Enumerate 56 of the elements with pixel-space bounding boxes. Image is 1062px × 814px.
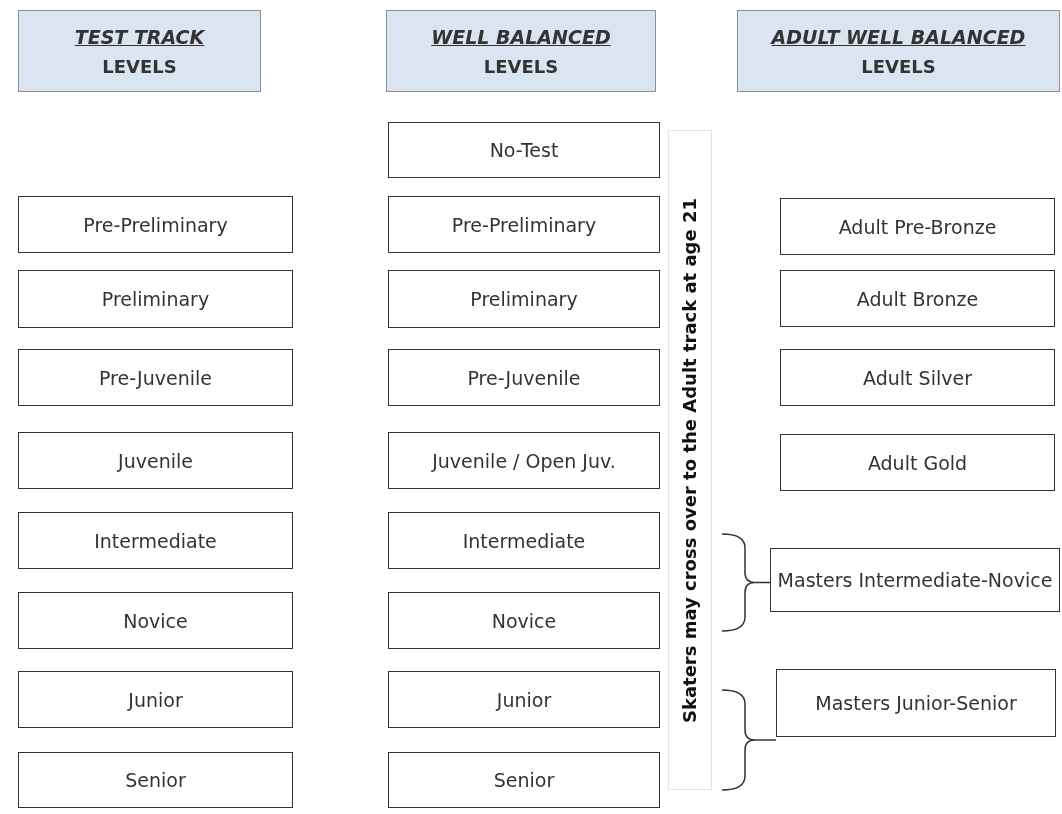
level-name: Intermediate [94, 529, 217, 552]
level-box [18, 432, 293, 489]
header-subtitle: LEVELS [861, 55, 936, 77]
level-box [770, 548, 1060, 612]
level-name: Pre-Juvenile [99, 366, 212, 389]
level-box [18, 512, 293, 569]
column-header [737, 10, 1060, 92]
level-box [388, 270, 660, 328]
level-box [780, 349, 1055, 406]
level-box [18, 592, 293, 649]
level-box [776, 669, 1056, 737]
level-box [388, 512, 660, 569]
level-name: Senior [125, 769, 186, 791]
level-box [388, 349, 660, 406]
level-box [388, 196, 660, 253]
level-box [780, 434, 1055, 491]
level-name: Preliminary [470, 288, 578, 310]
column-header [386, 10, 656, 92]
header-subtitle: LEVELS [102, 55, 177, 77]
level-name: Junior [128, 688, 183, 711]
level-name: Masters Junior-Senior [815, 692, 1017, 714]
level-box [18, 671, 293, 728]
level-box [388, 122, 660, 178]
level-box [780, 198, 1055, 255]
level-name: Preliminary [101, 288, 210, 310]
level-name: Juvenile [118, 449, 193, 472]
level-box [18, 349, 293, 406]
level-name: Intermediate [462, 529, 586, 552]
level-box [388, 432, 660, 489]
level-box [18, 270, 293, 328]
level-name: Pre-Preliminary [451, 213, 597, 236]
level-name: Adult Silver [863, 366, 972, 389]
vertical-note: Skaters may cross over to the Adult track at age 21 [679, 197, 701, 723]
level-name: Pre-Preliminary [83, 213, 228, 236]
column-header [18, 10, 261, 92]
level-box [18, 196, 293, 253]
level-name: Pre-Juvenile [467, 366, 581, 389]
header-title: WELL BALANCED [431, 25, 611, 48]
level-box [780, 270, 1055, 327]
level-name: Adult Pre-Bronze [838, 215, 997, 238]
level-box [18, 752, 293, 808]
header-title: ADULT WELL BALANCED [771, 25, 1026, 48]
header-subtitle: LEVELS [483, 55, 559, 77]
level-name: Adult Bronze [856, 287, 979, 310]
level-name: Novice [491, 609, 557, 632]
header-title: TEST TRACK [74, 25, 205, 48]
level-name: Adult Gold [867, 451, 968, 474]
level-name: No-Test [489, 139, 559, 161]
level-box [388, 752, 660, 808]
level-box [388, 671, 660, 728]
level-name: Junior [496, 688, 552, 711]
level-name: Juvenile / Open Juv. [432, 449, 616, 472]
level-name: Senior [493, 769, 555, 791]
level-name: Novice [123, 609, 188, 632]
level-box [388, 592, 660, 649]
level-name: Masters Intermediate-Novice [777, 569, 1053, 591]
